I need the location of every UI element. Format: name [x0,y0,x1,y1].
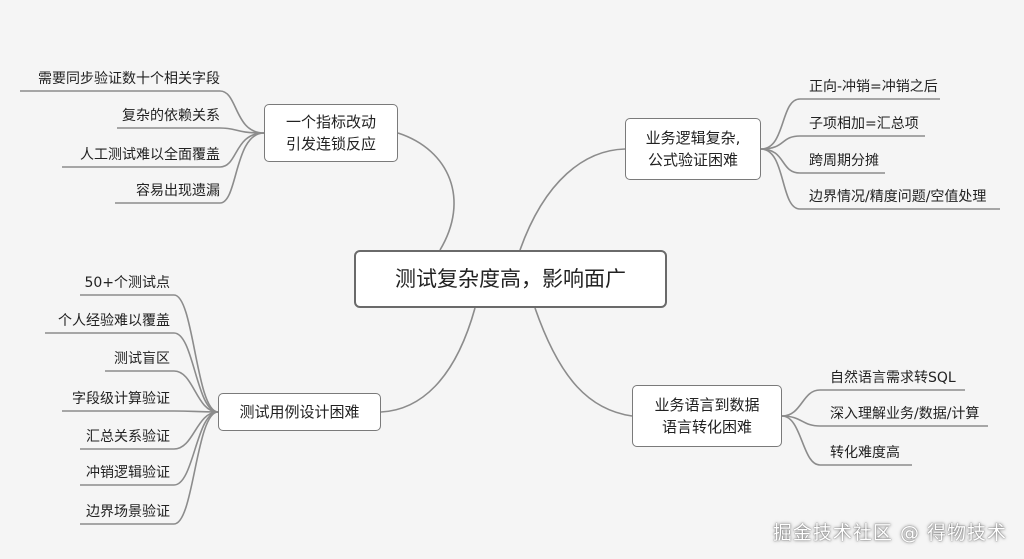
edge-root-chain [397,132,455,251]
leaf-cases-5: 汇总关系验证 [86,429,170,445]
branch-test-case-design: 测试用例设计困难 [218,393,381,431]
leaf-logic-1: 正向-冲销=冲销之后 [809,79,938,95]
leaf-chain-4: 容易出现遗漏 [136,183,220,199]
edge-cases-leaf-2 [45,332,219,413]
edge-cases-leaf-5 [80,411,219,450]
edge-cases-leaf-1 [80,294,219,413]
leaf-chain-3: 人工测试难以全面覆盖 [80,147,220,163]
edge-chain-leaf-4 [115,132,265,204]
edge-logic-leaf-1 [760,98,940,150]
edge-root-logic [519,148,626,251]
edge-logic-leaf-4 [760,148,1000,210]
edge-chain-leaf-3 [62,132,265,168]
leaf-logic-2: 子项相加=汇总项 [809,116,919,132]
leaf-logic-4: 边界情况/精度问题/空值处理 [809,189,987,205]
branch-business-logic: 业务逻辑复杂, 公式验证困难 [625,118,761,180]
branch-language-line-2: 语言转化困难 [661,418,752,436]
leaf-language-3: 转化难度高 [830,445,900,461]
edge-language-leaf-3 [781,415,912,466]
edge-language-leaf-2 [781,415,988,427]
leaf-language-2: 深入理解业务/数据/计算 [830,406,980,422]
edge-cases-leaf-7 [80,411,219,525]
leaf-cases-1: 50+个测试点 [84,275,170,291]
branch-cases-line-1: 测试用例设计困难 [239,403,360,421]
leaf-cases-2: 个人经验难以覆盖 [58,313,170,329]
edge-cases-leaf-3 [105,370,219,413]
edge-root-language [534,307,633,417]
edge-language-leaf-1 [781,389,965,417]
edge-chain-leaf-1 [20,90,265,134]
leaf-chain-2: 复杂的依赖关系 [122,108,220,124]
leaf-cases-7: 边界场景验证 [86,504,170,520]
edge-logic-leaf-2 [760,135,925,150]
leaf-chain-1: 需要同步验证数十个相关字段 [38,71,220,87]
branch-logic-line-1: 业务逻辑复杂, [645,129,741,147]
leaf-cases-4: 字段级计算验证 [72,391,170,407]
branch-chain-line-2: 引发连锁反应 [285,135,376,153]
watermark: 掘金技术社区 @ 得物技术 [772,522,1007,544]
root-label: 测试复杂度高，影响面广 [395,267,626,291]
branch-language-line-1: 业务语言到数据 [654,396,760,414]
leaf-language-1: 自然语言需求转SQL [830,370,956,386]
edge-cases-leaf-4 [62,410,219,413]
root-node: 测试复杂度高，影响面广 [354,250,667,308]
branch-chain-line-1: 一个指标改动 [285,113,376,131]
leaf-cases-6: 冲销逻辑验证 [86,465,170,481]
leaf-logic-3: 跨周期分摊 [809,153,879,169]
leaf-cases-3: 测试盲区 [114,351,170,367]
branch-logic-line-2: 公式验证困难 [647,151,738,169]
edge-logic-leaf-3 [760,148,885,174]
branch-chain-reaction: 一个指标改动 引发连锁反应 [264,104,398,162]
branch-language-conversion: 业务语言到数据 语言转化困难 [632,385,782,447]
edge-root-cases [380,307,476,413]
edge-chain-leaf-2 [117,127,265,134]
